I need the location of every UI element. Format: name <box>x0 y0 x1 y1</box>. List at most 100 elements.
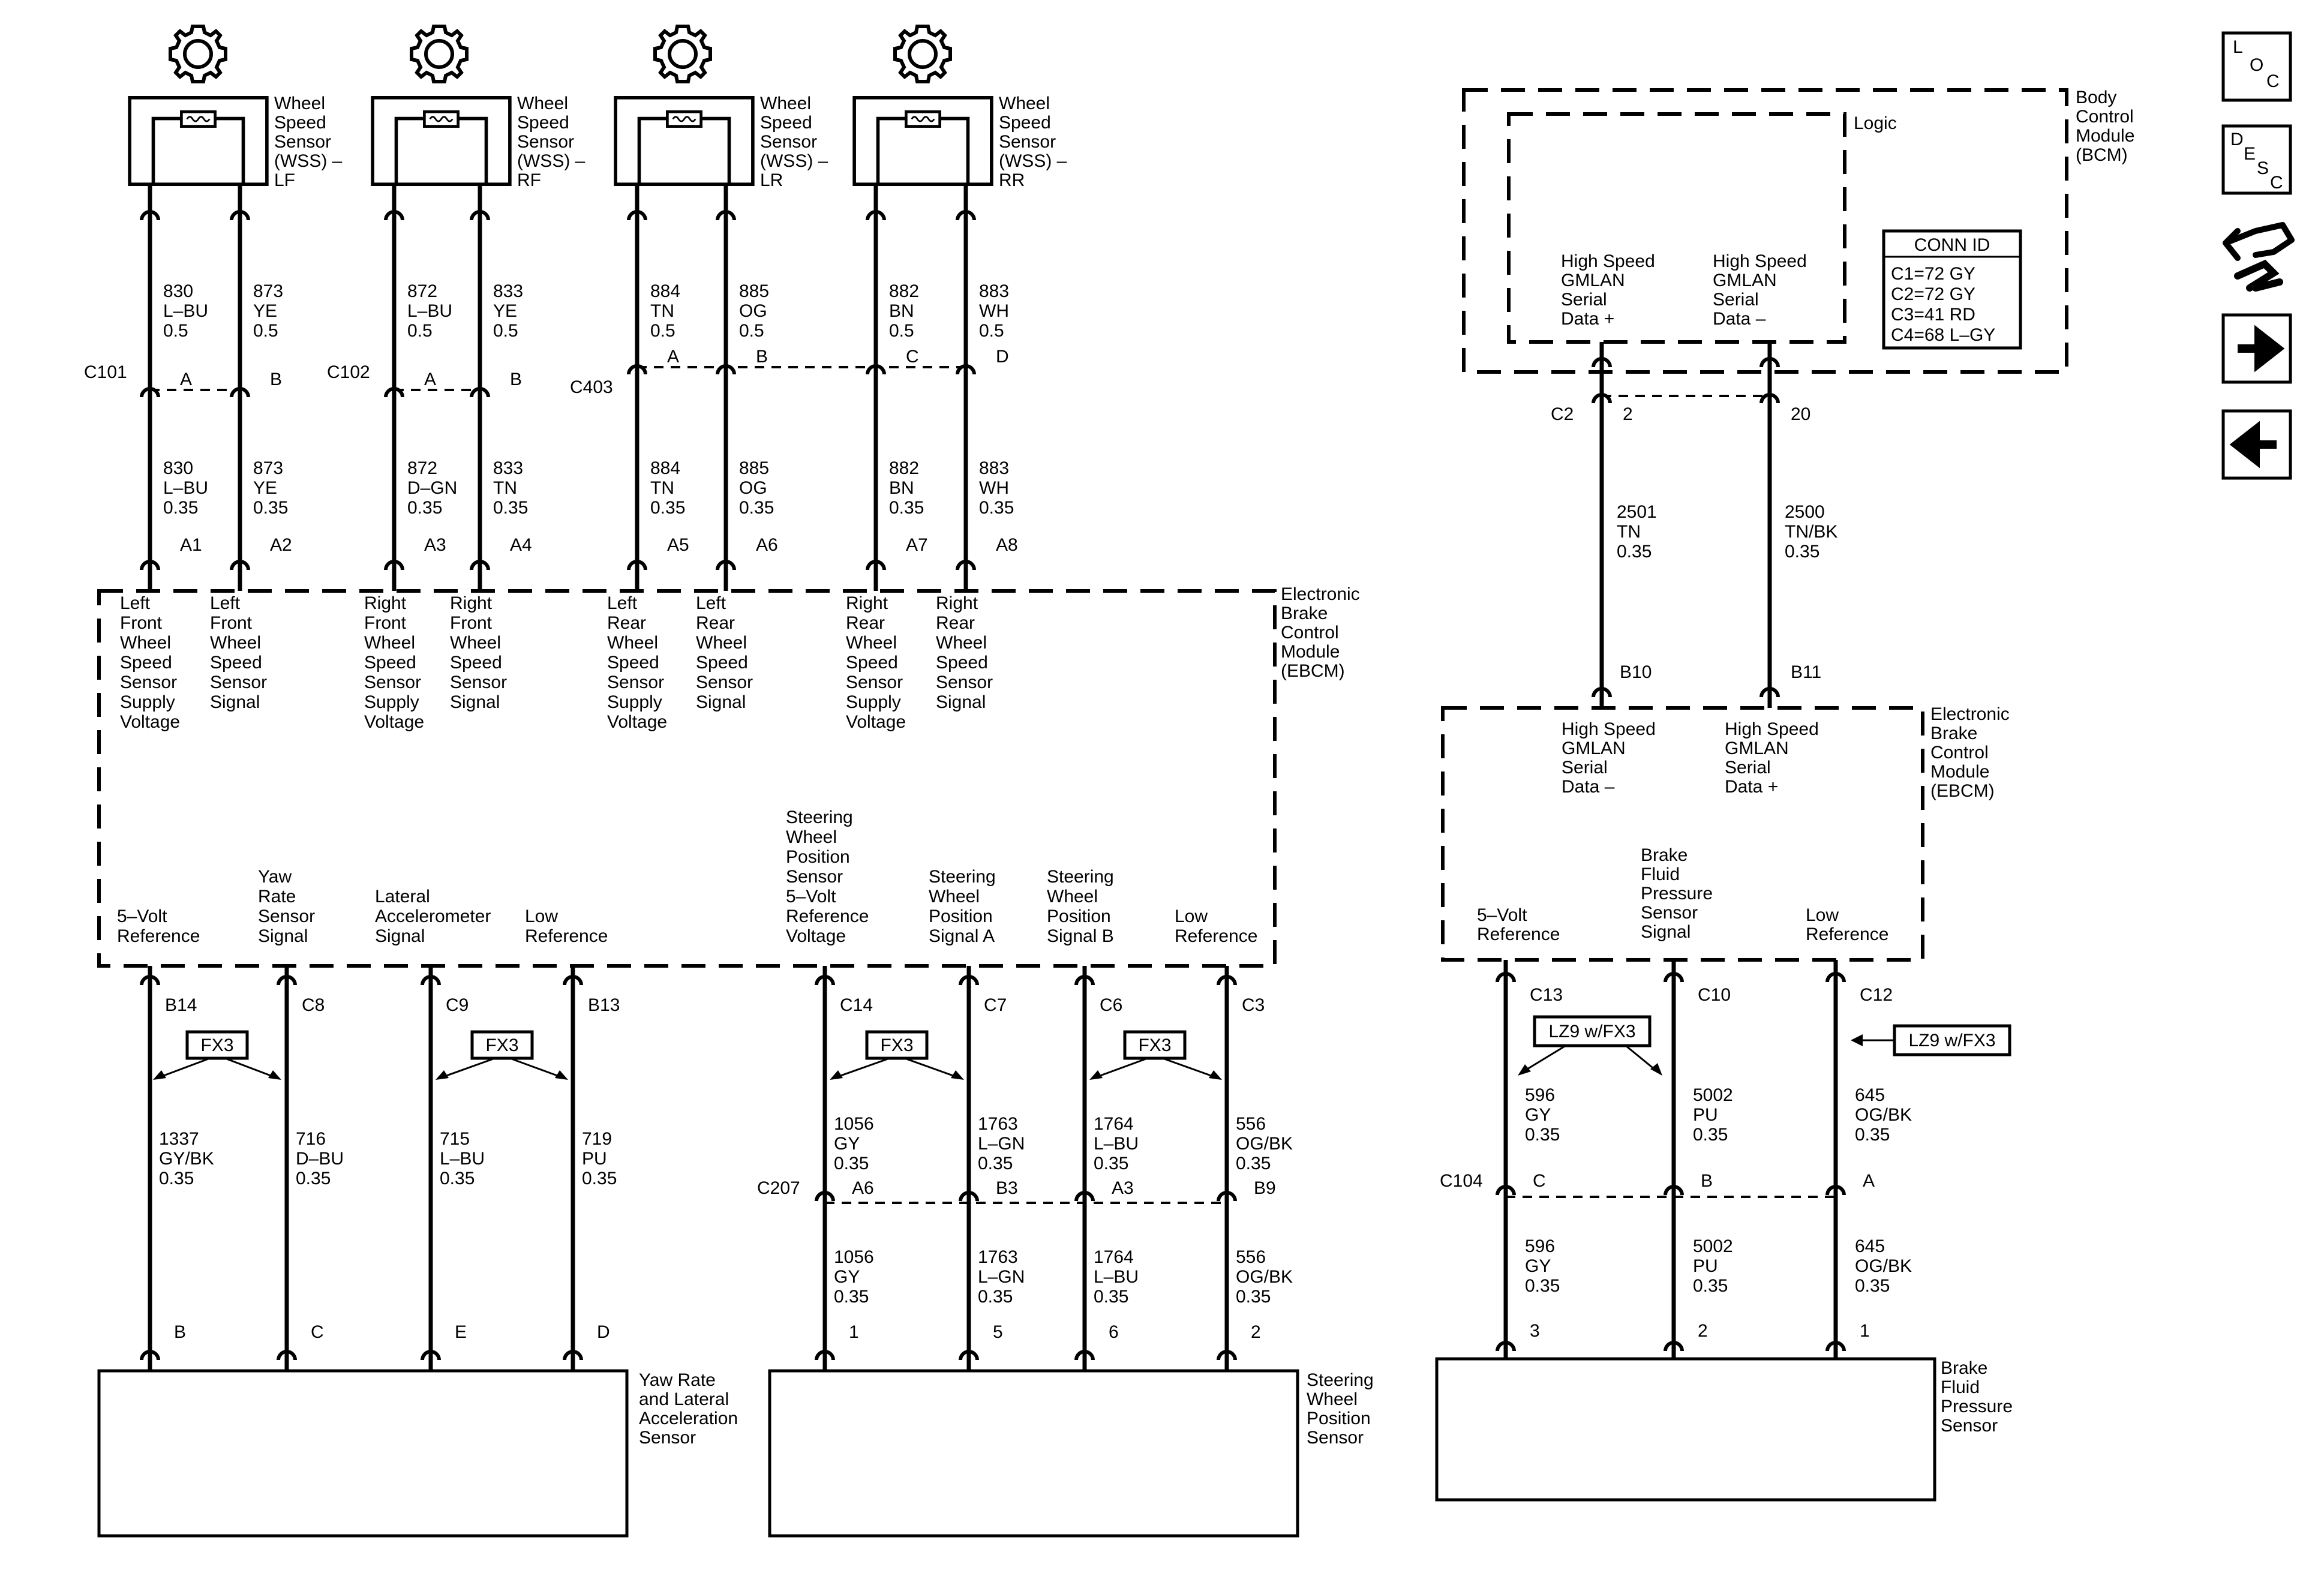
svg-text:L: L <box>2233 37 2243 57</box>
bcm-logic-label: Logic <box>1854 113 1897 133</box>
fx3-tags: FX3 FX3 FX3 FX3 <box>153 1030 1222 1080</box>
wire-label: OG/BK <box>1855 1256 1912 1276</box>
connector-c101: C101 <box>84 362 127 382</box>
bottom-wiring <box>148 966 1229 1371</box>
c104-pin-label: B <box>1701 1171 1713 1191</box>
wire-label: 1337 <box>159 1129 199 1149</box>
wire-label: TN <box>1617 522 1641 542</box>
bcm-pin <box>1759 357 1780 368</box>
inline-connector-pin <box>1217 1191 1237 1202</box>
ebcm2-func-bfp: Brake Fluid Pressure Sensor Signal <box>1641 845 1718 942</box>
nav-desc-button[interactable]: D E S C <box>2221 124 2292 195</box>
wire-upper-label: 885 <box>739 281 769 301</box>
inline-connector-pin <box>1496 1185 1516 1196</box>
wire-lower-label: 885 <box>739 458 769 478</box>
wire-label: L–GN <box>978 1267 1025 1287</box>
wire-upper-label: 0.5 <box>493 321 518 341</box>
lz9-tag-1: LZ9 w/FX3 <box>1518 1015 1662 1076</box>
wire-label: 1764 <box>1094 1114 1134 1134</box>
wire-label: L–BU <box>1094 1267 1139 1287</box>
svg-text:LZ9 w/FX3: LZ9 w/FX3 <box>1548 1022 1635 1041</box>
sensor-pin-label: C <box>311 1322 324 1342</box>
gear-icon <box>170 26 226 82</box>
wire-upper-label: 884 <box>650 281 680 301</box>
wire-upper-label: BN <box>889 301 914 321</box>
ebcm-pin-label: A5 <box>667 535 689 555</box>
wire-upper-label: L–BU <box>407 301 452 321</box>
ebcm-function-label: Signal A <box>929 926 995 946</box>
wire-lower-label: BN <box>889 478 914 498</box>
wire-lower-label: 872 <box>407 458 437 478</box>
ebcm-function-label: Sensor <box>607 673 664 692</box>
wire-upper-label: 833 <box>493 281 523 301</box>
inline-connector-pin <box>1759 393 1780 404</box>
ebcm-pin <box>384 560 404 571</box>
gear-icon <box>412 26 467 82</box>
ebcm-function-label: Speed <box>210 653 262 673</box>
wire-label: PU <box>582 1149 607 1169</box>
connector-pin-letter: A <box>180 370 192 389</box>
ebcm-function-label: Supply <box>120 692 175 712</box>
wire-label: 0.35 <box>978 1287 1013 1307</box>
lz9-tag-2: LZ9 w/FX3 <box>1851 1024 2011 1056</box>
ebcm-function-label: Wheel <box>929 887 980 906</box>
ebcm-pin <box>1825 972 1846 983</box>
ebcm-function-label: Steering <box>786 807 853 827</box>
c2-pin-label: 20 <box>1791 404 1810 424</box>
wire-lower-label: 0.35 <box>493 498 528 518</box>
wss-lf-label: Wheel Speed Sensor (WSS) – LF <box>274 94 347 190</box>
sensor-pin <box>384 210 404 221</box>
ebcm-function-label: Reference <box>786 906 869 926</box>
wire-upper-label: YE <box>493 301 517 321</box>
ebcm-function-label: Speed <box>450 653 502 673</box>
wire-label: GY <box>1525 1105 1551 1125</box>
ebcm-pin-label: A6 <box>756 535 778 555</box>
ebcm-function-label: Rear <box>696 613 735 633</box>
svg-text:LZ9 w/FX3: LZ9 w/FX3 <box>1908 1031 1995 1050</box>
ebcm-function-label: Yaw <box>258 867 292 887</box>
ebcm-function-label: Rear <box>936 613 975 633</box>
gear-icon <box>895 26 950 82</box>
wheel-speed-sensor-lf <box>130 98 267 184</box>
wheel-speed-sensor-lr <box>615 98 753 184</box>
sensor-pin <box>866 210 886 221</box>
nav-loc-button[interactable]: L O C <box>2221 31 2292 102</box>
ebcm-function-label: Front <box>364 613 407 633</box>
ebcm-function-label: Sensor <box>210 673 267 692</box>
connector-c104: C104 <box>1440 1171 1483 1191</box>
sensor-pin-label: 3 <box>1530 1321 1540 1341</box>
ebcm-function-label: Right <box>450 593 493 613</box>
ebcm-function-label: Supply <box>846 692 901 712</box>
ebcm-pin-label: B10 <box>1620 662 1652 682</box>
right-arrow-icon[interactable] <box>2221 313 2292 384</box>
wire-label: 0.35 <box>1693 1125 1728 1145</box>
wire-label: 1764 <box>1094 1247 1134 1267</box>
inline-connector-pin <box>627 364 647 375</box>
wire-label: 0.35 <box>159 1169 194 1188</box>
bcm-pin <box>1592 357 1612 368</box>
sensor-pin-label: 1 <box>1860 1321 1870 1341</box>
sensor-pin <box>627 210 647 221</box>
schematic-tool-icon[interactable] <box>2223 222 2295 292</box>
wire-upper-label: 0.5 <box>163 321 188 341</box>
wire-lower-label: 883 <box>979 458 1009 478</box>
ebcm-function-label: Left <box>607 593 638 613</box>
wss-rf-label: Wheel Speed Sensor (WSS) – RF <box>517 94 590 190</box>
ebcm-function-label: Left <box>696 593 726 613</box>
ebcm-function-label: Accelerometer <box>375 906 491 926</box>
svg-text:C: C <box>2266 71 2280 91</box>
wire-upper-label: 0.5 <box>739 321 764 341</box>
ebcm-function-label: Signal <box>258 926 308 946</box>
ebcm-pin-label: A4 <box>510 535 532 555</box>
wire-lower-label: 882 <box>889 458 919 478</box>
ebcm-function-label: Sensor <box>786 867 843 887</box>
wire-label: 0.35 <box>1525 1125 1560 1145</box>
wire-label: 0.35 <box>834 1154 869 1173</box>
ebcm-function-label: Supply <box>607 692 662 712</box>
wire-label: 1056 <box>834 1114 874 1134</box>
svg-text:O: O <box>2250 55 2263 75</box>
left-arrow-icon[interactable] <box>2221 409 2292 480</box>
wire-label: 645 <box>1855 1236 1885 1256</box>
wire-upper-label: 883 <box>979 281 1009 301</box>
wire-label: 0.35 <box>582 1169 617 1188</box>
